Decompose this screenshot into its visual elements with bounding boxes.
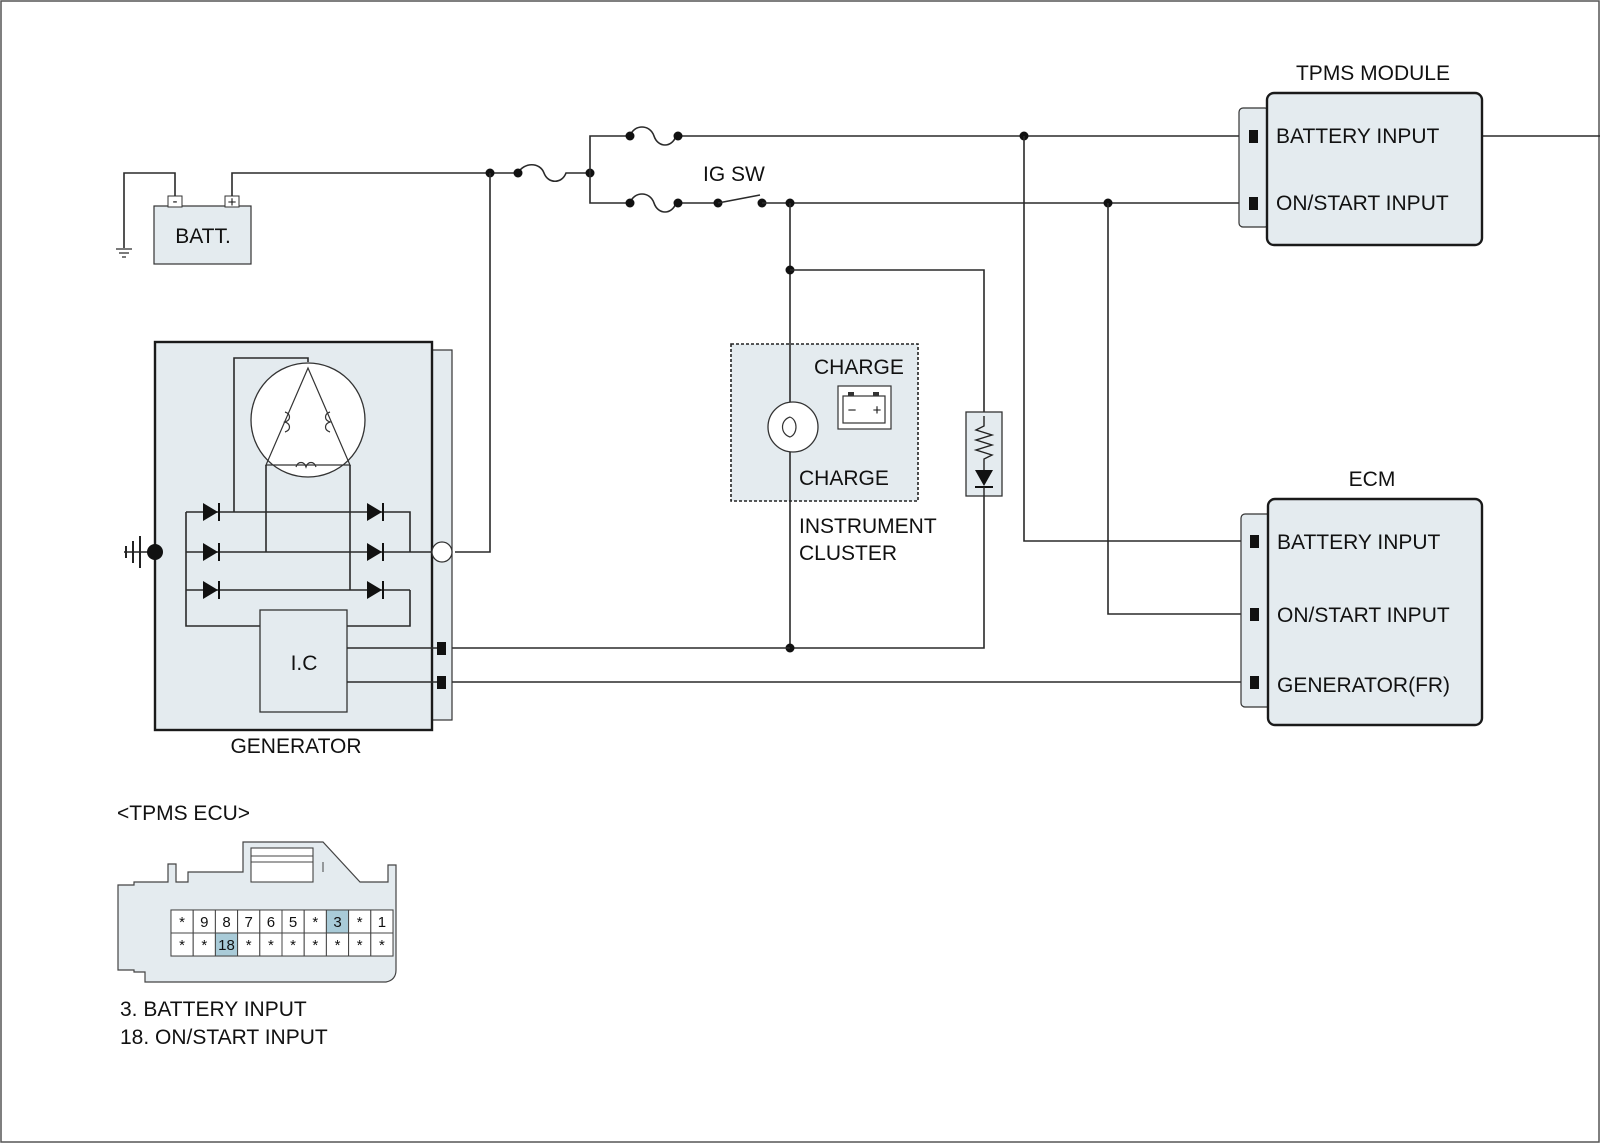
ground-icon: [116, 248, 132, 258]
tpms-pin-on-start-input: ON/START INPUT: [1276, 192, 1449, 215]
battery-label: BATT.: [175, 225, 231, 248]
connector-pin-label: *: [290, 937, 296, 954]
connector-pin-label: *: [357, 914, 363, 931]
battery-plus-label: +: [228, 194, 237, 211]
ecm-pin-battery-input: BATTERY INPUT: [1277, 531, 1441, 554]
connector-pin-label: 5: [289, 914, 297, 931]
connector-pin-label: 8: [222, 914, 230, 931]
connector-pin-label: *: [179, 937, 185, 954]
connector-pin-label: 7: [245, 914, 253, 931]
ecm-title: ECM: [1349, 468, 1396, 491]
resistor-diode: [965, 411, 1003, 497]
ecm-pin-generator-fr: GENERATOR(FR): [1277, 674, 1450, 697]
connector-pin-label: *: [268, 937, 274, 954]
charge-label-bottom: CHARGE: [799, 467, 889, 490]
tpms-pin-battery-input: BATTERY INPUT: [1276, 125, 1440, 148]
connector-pin-label: *: [312, 914, 318, 931]
generator-label: GENERATOR: [230, 735, 361, 758]
cluster-label-line1: INSTRUMENT: [799, 515, 937, 538]
connector-pin-label: *: [246, 937, 252, 954]
battery-warning-icon: − +: [837, 385, 892, 430]
ig-switch: IG SW: [703, 163, 767, 208]
connector-pin-label: 3: [333, 914, 341, 931]
ic-label: I.C: [291, 652, 318, 675]
connector-pin-label: *: [335, 937, 341, 954]
connector-legend-3: 3. BATTERY INPUT: [120, 998, 307, 1021]
connector-pin-label: 9: [200, 914, 208, 931]
generator: I.C: [124, 340, 453, 732]
instrument-cluster: − + CHARGE CHARGE: [730, 343, 919, 502]
connector-pin-label: *: [179, 914, 185, 931]
charge-label-top: CHARGE: [814, 356, 904, 379]
connector-pin-label: *: [357, 937, 363, 954]
tpms-module: TPMS MODULE BATTERY INPUT ON/START INPUT: [1238, 62, 1484, 247]
connector-pin-cell: [370, 932, 394, 957]
icon-plus: +: [873, 402, 882, 419]
ecm-pin-on-start-input: ON/START INPUT: [1277, 604, 1450, 627]
connector-pin-label: *: [379, 937, 385, 954]
connector-legend-18: 18. ON/START INPUT: [120, 1026, 328, 1049]
ig-sw-label: IG SW: [703, 163, 765, 186]
connector-pin-label: 18: [218, 937, 235, 954]
tpms-module-title: TPMS MODULE: [1296, 62, 1450, 85]
connector-pin-label: 6: [267, 914, 275, 931]
charge-lamp-icon: [767, 401, 819, 453]
icon-minus: −: [848, 402, 857, 419]
cluster-label-line2: CLUSTER: [799, 542, 897, 565]
connector-title: <TPMS ECU>: [117, 802, 250, 825]
battery: - + BATT.: [153, 193, 252, 265]
connector-pin-label: 1: [378, 914, 386, 931]
connector-pin-label: *: [312, 937, 318, 954]
connector-pin-label: *: [201, 937, 207, 954]
ecm: ECM BATTERY INPUT ON/START INPUT GENERAT…: [1240, 468, 1484, 727]
battery-minus-label: -: [173, 193, 178, 210]
